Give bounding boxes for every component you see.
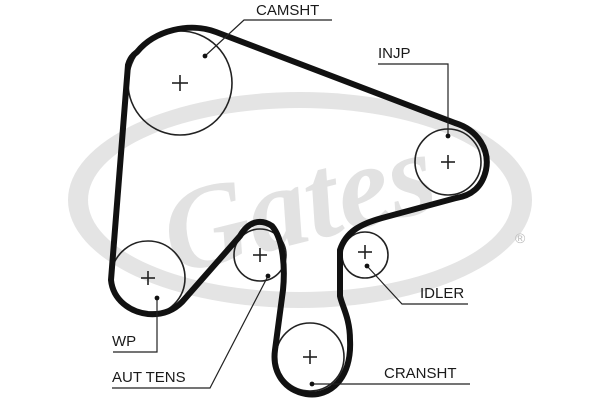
center-mark-wp xyxy=(141,271,155,285)
pulley-centers xyxy=(141,75,455,364)
label-cransht: CRANSHT xyxy=(384,365,457,382)
leader-wp xyxy=(113,298,158,353)
label-aut-tens: AUT TENS xyxy=(112,369,186,386)
leader-dots xyxy=(154,53,451,387)
label-camsht: CAMSHT xyxy=(256,2,319,19)
pulley-aut-tens xyxy=(233,228,287,282)
leader-dot-aut-tens xyxy=(265,273,271,279)
center-mark-aut-tens xyxy=(253,248,267,262)
watermark-registered-mark: ® xyxy=(515,230,526,246)
label-injp: INJP xyxy=(378,45,411,62)
leader-idler xyxy=(366,265,468,305)
leader-dot-idler xyxy=(364,263,370,269)
center-mark-camsht xyxy=(172,75,188,91)
leader-dot-wp xyxy=(154,295,160,301)
leader-dot-cransht xyxy=(309,381,315,387)
leader-dot-injp xyxy=(445,133,451,139)
leader-injp xyxy=(378,63,449,136)
brand-watermark: Gates ® xyxy=(68,92,532,308)
leader-dot-camsht xyxy=(202,53,208,59)
leader-camsht xyxy=(204,19,332,57)
watermark-oval-inner xyxy=(88,108,512,292)
label-idler: IDLER xyxy=(420,285,464,302)
leader-aut-tens xyxy=(112,275,269,389)
leader-lines xyxy=(112,19,470,389)
center-mark-idler xyxy=(358,245,372,259)
center-mark-cransht xyxy=(303,350,317,364)
timing-belt xyxy=(108,24,490,398)
center-mark-injp xyxy=(441,155,455,169)
label-wp: WP xyxy=(112,333,136,350)
